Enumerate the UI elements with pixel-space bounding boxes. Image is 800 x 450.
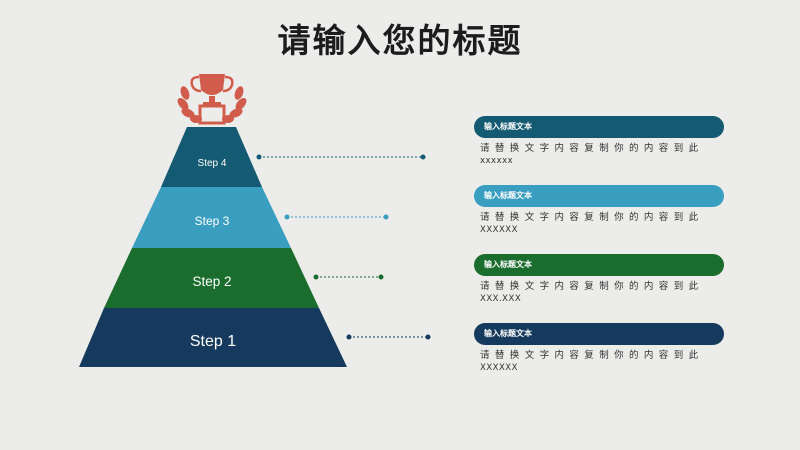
card-text-extra: XXX.XXX	[480, 294, 522, 304]
card-header: 输入标题文本	[474, 323, 724, 345]
card-header: 输入标题文本	[474, 185, 724, 207]
connector-1	[346, 334, 431, 340]
text-card-2: 输入标题文本 请替换文字内容复制你的内容到此 XXXXXX	[474, 185, 724, 236]
trophy-icon	[177, 74, 247, 125]
connector-4	[256, 154, 426, 160]
text-card-1: 输入标题文本 请替换文字内容复制你的内容到此 xxxxxx	[474, 116, 724, 167]
step-3-label: Step 3	[195, 214, 230, 228]
card-body: 请替换文字内容复制你的内容到此 XXX.XXX	[474, 281, 724, 305]
card-body: 请替换文字内容复制你的内容到此 xxxxxx	[474, 143, 724, 167]
card-text: 请替换文字内容复制你的内容到此	[480, 350, 704, 361]
step-1-label: Step 1	[190, 333, 236, 350]
card-text-extra: XXXXXX	[480, 363, 518, 373]
card-text: 请替换文字内容复制你的内容到此	[480, 281, 704, 292]
pyramid-step-1	[79, 308, 347, 367]
text-card-3: 输入标题文本 请替换文字内容复制你的内容到此 XXX.XXX	[474, 254, 724, 305]
connector-3	[284, 214, 389, 220]
pyramid-step-4	[161, 127, 262, 187]
card-text-extra: xxxxxx	[480, 156, 514, 166]
card-text: 请替换文字内容复制你的内容到此	[480, 212, 704, 223]
pyramid-step-2	[104, 248, 319, 308]
card-body: 请替换文字内容复制你的内容到此 XXXXXX	[474, 350, 724, 374]
card-text-extra: XXXXXX	[480, 225, 518, 235]
step-2-label: Step 2	[192, 274, 231, 289]
step-4-label: Step 4	[198, 158, 227, 169]
card-header: 输入标题文本	[474, 116, 724, 138]
text-card-4: 输入标题文本 请替换文字内容复制你的内容到此 XXXXXX	[474, 323, 724, 374]
connector-2	[313, 274, 384, 280]
card-body: 请替换文字内容复制你的内容到此 XXXXXX	[474, 212, 724, 236]
card-text: 请替换文字内容复制你的内容到此	[480, 143, 704, 154]
pyramid-step-3	[132, 187, 291, 248]
card-header: 输入标题文本	[474, 254, 724, 276]
page-title: 请输入您的标题	[277, 21, 523, 60]
